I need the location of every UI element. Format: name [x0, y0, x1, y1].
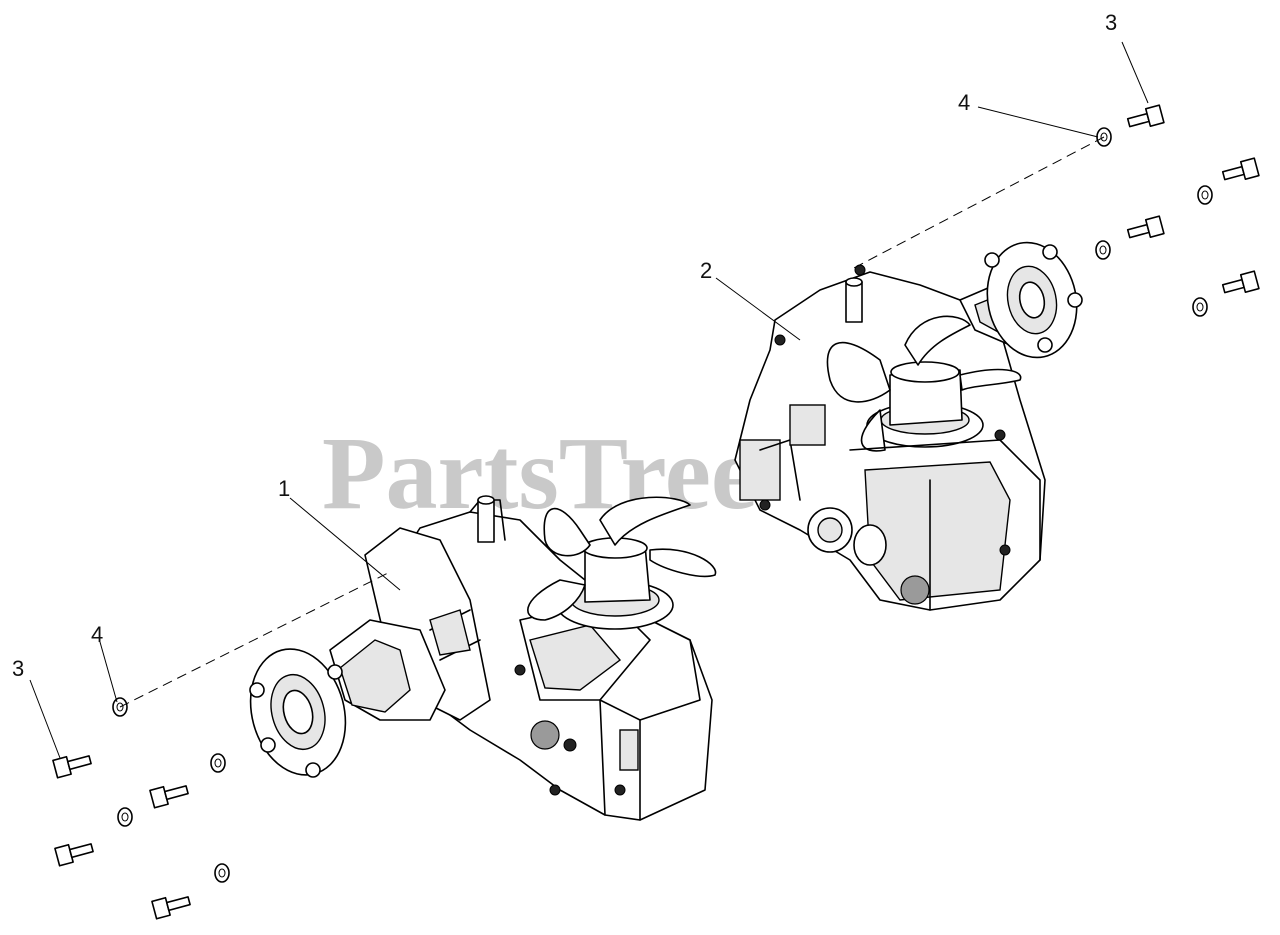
callout-1: 1: [278, 476, 290, 501]
hardware-bolts[interactable]: [52, 104, 1260, 920]
transaxle-right[interactable]: [734, 234, 1087, 611]
assembly-lines: [119, 136, 1105, 708]
callout-3-right: 3: [1105, 10, 1117, 35]
callout-2: 2: [700, 258, 712, 283]
callout-3-left: 3: [12, 656, 24, 681]
hardware-washers[interactable]: [112, 127, 1213, 883]
transaxle-left[interactable]: [237, 495, 717, 821]
callout-4-right: 4: [958, 90, 970, 115]
callout-labels: 1 2 3 4 3 4: [12, 10, 1117, 681]
callout-leaders: [29, 41, 1149, 759]
watermark-text: PartsTree: [322, 416, 757, 531]
callout-4-left: 4: [91, 622, 103, 647]
watermark: PartsTree TM: [322, 416, 925, 531]
